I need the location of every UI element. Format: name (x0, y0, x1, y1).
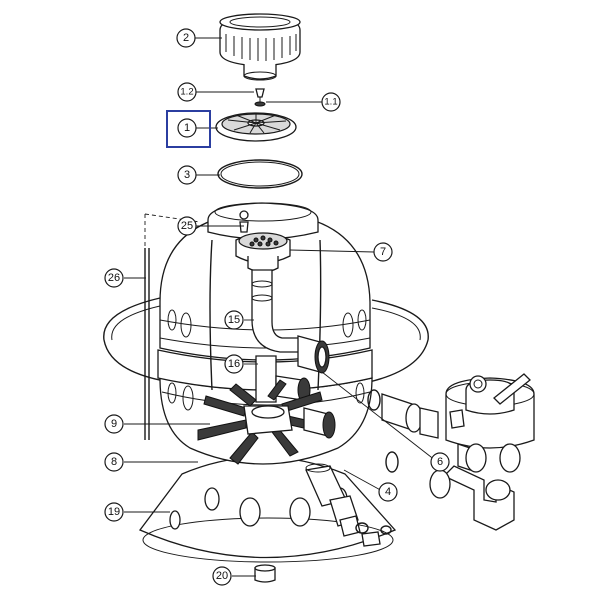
tank-flange-ring (103, 297, 429, 385)
callout-label-4: 4 (385, 486, 391, 498)
callout-label-9: 9 (111, 418, 117, 430)
callout-label-16: 16 (228, 358, 240, 370)
callout-4: 4 (378, 482, 398, 502)
callout-25: 25 (177, 216, 197, 236)
callout-16: 16 (224, 354, 244, 374)
part-6-union (367, 389, 439, 473)
tank-side-port (303, 407, 336, 439)
callout-label-19: 19 (108, 506, 120, 518)
callout-label-2: 2 (183, 32, 189, 44)
callout-label-1-1: 1.1 (324, 97, 337, 108)
part-1-diffuser-cover (215, 112, 297, 142)
highlight-box-part-1 (166, 110, 211, 148)
callout-label-1-2: 1.2 (180, 87, 193, 98)
callout-label-8: 8 (111, 456, 117, 468)
part-15-pipe (251, 269, 330, 374)
callout-7: 7 (373, 242, 393, 262)
callout-19: 19 (104, 502, 124, 522)
part-1-1-nut (254, 101, 266, 107)
callout-2: 2 (176, 28, 196, 48)
multiport-valve (429, 373, 535, 531)
callout-26: 26 (104, 268, 124, 288)
part-20-drain-plug (254, 564, 276, 583)
callout-label-1: 1 (184, 122, 190, 134)
part-1-2-screw (255, 88, 265, 103)
part-7-top-diffuser (235, 232, 291, 273)
callout-6: 6 (430, 452, 450, 472)
callout-label-15: 15 (228, 314, 240, 326)
part-4-drain-assembly (305, 463, 392, 547)
part-25-neck-gasket (207, 202, 319, 240)
callout-label-6: 6 (437, 456, 443, 468)
part-3-o-ring (217, 159, 303, 189)
callout-label-7: 7 (380, 246, 386, 258)
callout-15: 15 (224, 310, 244, 330)
callout-3: 3 (177, 165, 197, 185)
callout-label-26: 26 (108, 272, 120, 284)
callout-9: 9 (104, 414, 124, 434)
leader-lines (124, 37, 441, 577)
part-26-guide (144, 213, 201, 440)
callout-label-20: 20 (216, 570, 228, 582)
callout-8: 8 (104, 452, 124, 472)
callout-1-2: 1.2 (177, 82, 197, 102)
callout-1-1: 1.1 (321, 92, 341, 112)
callout-label-3: 3 (184, 169, 190, 181)
part-2-lid-ring (219, 13, 301, 81)
callout-label-25: 25 (181, 220, 193, 232)
callout-1: 1 (177, 118, 197, 138)
part-19-base (138, 456, 397, 563)
callout-20: 20 (212, 566, 232, 586)
